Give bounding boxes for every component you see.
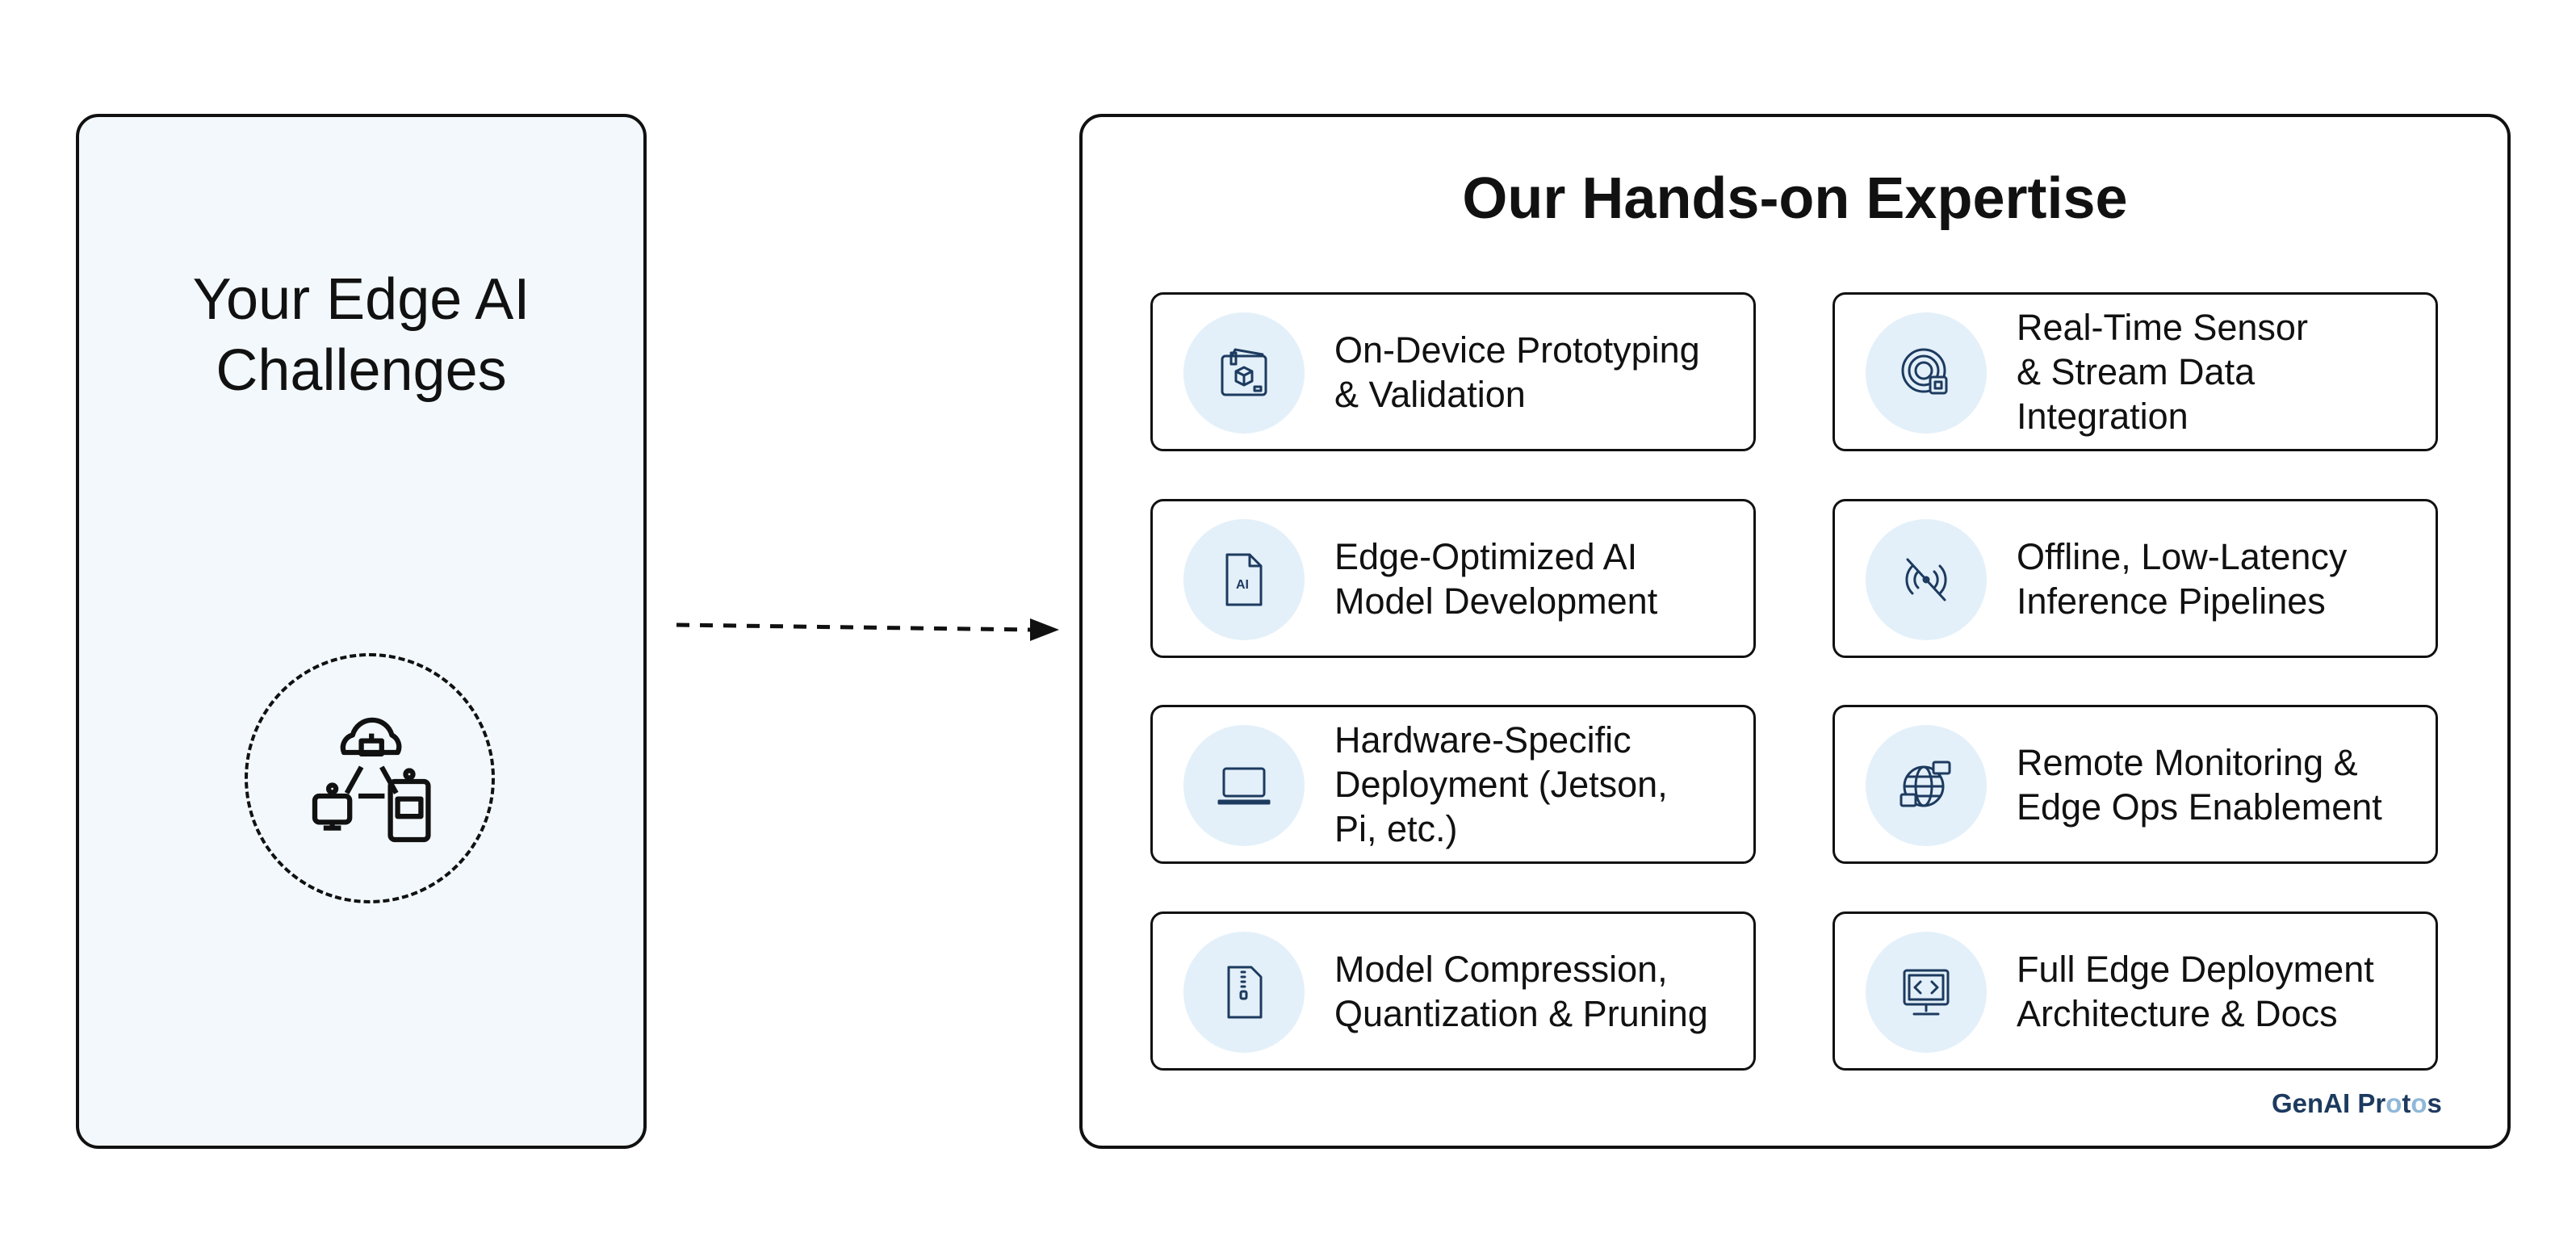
expertise-title: Our Hands-on Expertise (1462, 166, 2128, 231)
expertise-card: On-Device Prototyping & Validation (1150, 292, 1756, 451)
3d-printer-icon (1221, 348, 1267, 396)
expertise-card-label: Model Compression, Quantization & Prunin… (1334, 948, 1708, 1034)
expertise-card-label: Hardware-Specific Deployment (Jetson, Pi… (1334, 719, 1668, 849)
challenges-title: Your Edge AI Challenges (192, 267, 530, 403)
icon-circle (1866, 725, 1987, 846)
icon-circle (1866, 932, 1987, 1053)
expertise-card-label: Offline, Low-Latency Inference Pipelines (2017, 535, 2348, 622)
expertise-card-label: On-Device Prototyping & Validation (1334, 329, 1700, 415)
icon-circle (1866, 312, 1987, 434)
flow-arrow (676, 618, 1059, 641)
expertise-card: Remote Monitoring & Edge Ops Enablement (1833, 705, 2438, 864)
code-monitor-icon (1903, 969, 1950, 1016)
expertise-card: Full Edge Deployment Architecture & Docs (1833, 911, 2438, 1071)
challenges-icon-circle (245, 653, 495, 903)
no-signal-icon (1905, 558, 1947, 601)
ai-file-icon: AI (1225, 553, 1263, 606)
expertise-card-label: Remote Monitoring & Edge Ops Enablement (2017, 741, 2382, 828)
cloud-robots-network-icon (312, 717, 431, 843)
expertise-card: AI Edge-Optimized AI Model Development (1150, 499, 1756, 658)
zip-file-icon (1227, 966, 1263, 1019)
expertise-card: Model Compression, Quantization & Prunin… (1150, 911, 1756, 1071)
genai-protos-logo: GenAI Protos (2272, 1088, 2442, 1118)
expertise-card-label: Edge-Optimized AI Model Development (1334, 535, 1658, 622)
svg-text:AI: AI (1236, 578, 1249, 592)
expertise-card-label: Full Edge Deployment Architecture & Docs (2017, 948, 2374, 1034)
icon-circle (1183, 725, 1305, 846)
globe-devices-icon (1900, 761, 1951, 807)
icon-circle (1866, 519, 1987, 640)
challenges-panel: Your Edge AI Challenges (76, 114, 647, 1149)
sensor-icon (1901, 348, 1948, 395)
expertise-card-label: Real-Time Sensor & Stream Data Integrati… (2017, 307, 2308, 437)
expertise-card: Offline, Low-Latency Inference Pipelines (1833, 499, 2438, 658)
icon-circle (1183, 312, 1305, 434)
expertise-card: Real-Time Sensor & Stream Data Integrati… (1833, 292, 2438, 451)
icon-circle (1183, 932, 1305, 1053)
expertise-card: Hardware-Specific Deployment (Jetson, Pi… (1150, 705, 1756, 864)
icon-circle: AI (1183, 519, 1305, 640)
laptop-icon (1217, 767, 1271, 805)
